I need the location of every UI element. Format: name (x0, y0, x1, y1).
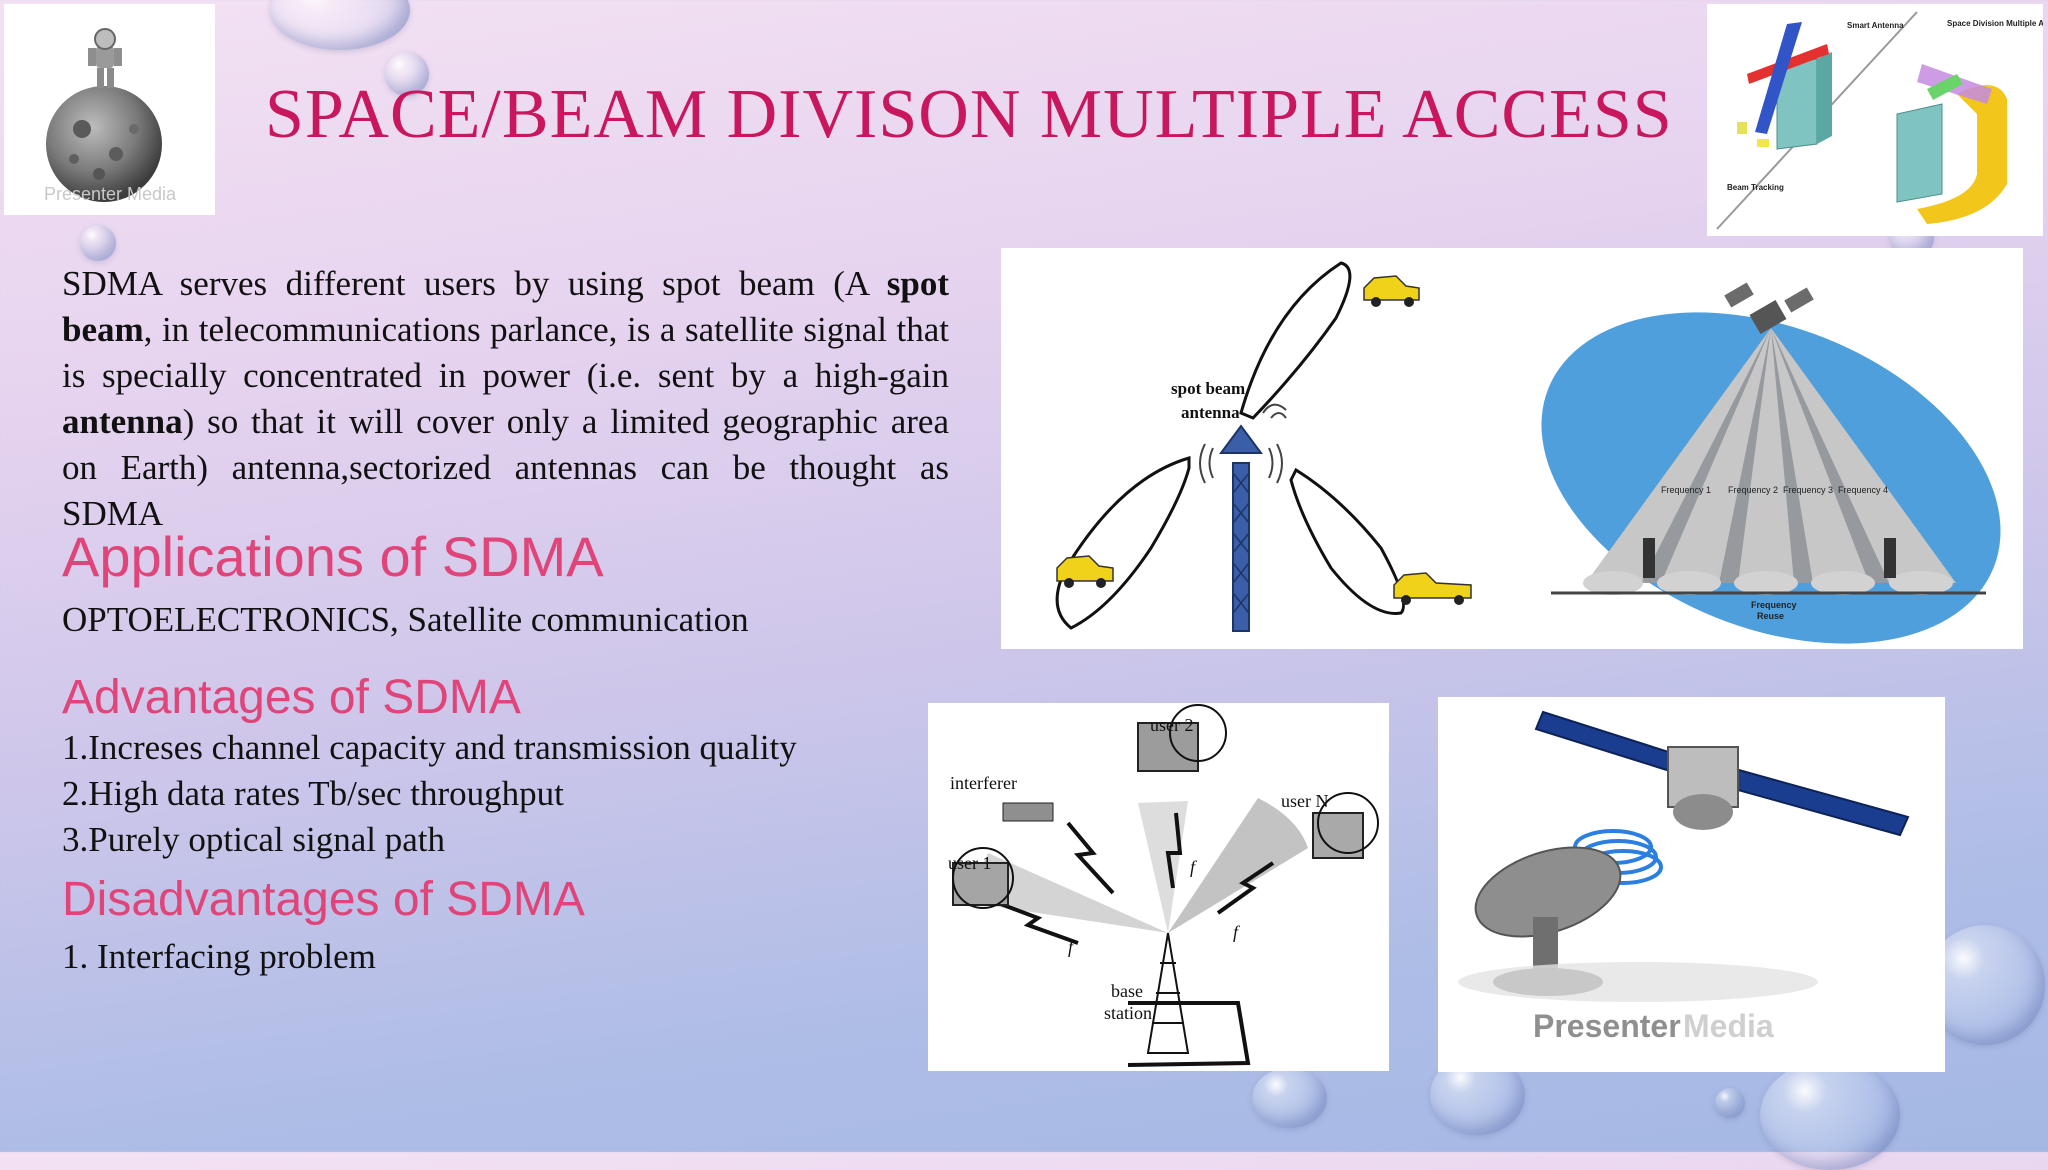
intro-bold-term: spot beam (62, 264, 949, 349)
advantages-item: 1.Increses channel capacity and transmis… (62, 728, 797, 767)
reuse-label: Frequency (1751, 600, 1797, 610)
user-label: user 1 (948, 853, 992, 873)
tower-icon (1146, 932, 1190, 1054)
frequency-label: Frequency 3 (1783, 485, 1833, 495)
spot-beam-figure: spot beam antenna (1001, 248, 2023, 649)
advantages-item: 2.High data rates Tb/sec throughput (62, 774, 564, 813)
logo-watermark: Presenter Media (44, 184, 177, 204)
base-station-figure: user 2 interferer user 1 user N f f f ba… (928, 703, 1389, 1071)
interferer-label: interferer (950, 773, 1017, 793)
base-station-label: base (1111, 981, 1143, 1001)
frequency-label: Frequency 2 (1728, 485, 1778, 495)
phone-icon (1643, 538, 1655, 578)
page-title: SPACE/BEAM DIVISON MULTIPLE ACCESS (265, 76, 1673, 153)
watermark-text: Presenter (1533, 1008, 1681, 1044)
intro-paragraph: SDMA serves different users by using spo… (62, 261, 949, 537)
fig-label: Smart Antenna (1847, 21, 1904, 30)
logo-image: Presenter Media (4, 4, 215, 215)
frequency-label: Frequency 1 (1661, 485, 1711, 495)
applications-text: OPTOELECTRONICS, Satellite communication (62, 600, 749, 639)
frequency-label: f (1068, 937, 1076, 957)
user-label: user 2 (1150, 715, 1194, 735)
advantages-item: 3.Purely optical signal path (62, 820, 445, 859)
car-icon (1393, 572, 1472, 605)
antenna-label: spot beam (1171, 379, 1245, 398)
intro-text: , in telecommunications parlance, is a s… (62, 310, 949, 395)
intro-bold-term: antenna (62, 402, 183, 441)
fig-label: Beam Tracking (1727, 183, 1784, 192)
frequency-label: f (1190, 857, 1198, 877)
bubble-decoration (270, 0, 410, 50)
bubble-decoration (1715, 1088, 1745, 1118)
frequency-label: f (1233, 922, 1241, 942)
intro-text: ) so that it will cover only a limited g… (62, 402, 949, 533)
satellite-icon (1724, 282, 1814, 335)
frequency-label: Frequency 4 (1838, 485, 1888, 495)
bubble-decoration (80, 225, 116, 261)
advantages-heading: Advantages of SDMA (62, 671, 521, 724)
top-right-sdma-figure: Space Division Multiple Access (SDMA) Sm… (1707, 4, 2048, 236)
bubble-decoration (1760, 1060, 1900, 1170)
car-icon (1363, 275, 1420, 307)
fig-label: Space Division Multiple Access (SDMA) (1947, 19, 2043, 28)
disadvantages-item: 1. Interfacing problem (62, 937, 376, 976)
applications-heading: Applications of SDMA (62, 525, 604, 588)
bubble-decoration (1925, 925, 2045, 1045)
user-label: user N (1281, 791, 1329, 811)
bubble-decoration (1252, 1068, 1327, 1128)
satellite-figure: Presenter Media (1438, 697, 1945, 1072)
intro-text: SDMA serves different users by using spo… (62, 264, 887, 303)
bubble-decoration (385, 52, 429, 96)
car-icon (1056, 555, 1114, 588)
disadvantages-heading: Disadvantages of SDMA (62, 873, 585, 926)
antenna-label: antenna (1181, 403, 1240, 422)
reuse-label: Reuse (1757, 611, 1784, 621)
watermark-text: Media (1683, 1008, 1774, 1044)
base-station-label: station (1104, 1003, 1152, 1023)
phone-icon (1884, 538, 1896, 578)
